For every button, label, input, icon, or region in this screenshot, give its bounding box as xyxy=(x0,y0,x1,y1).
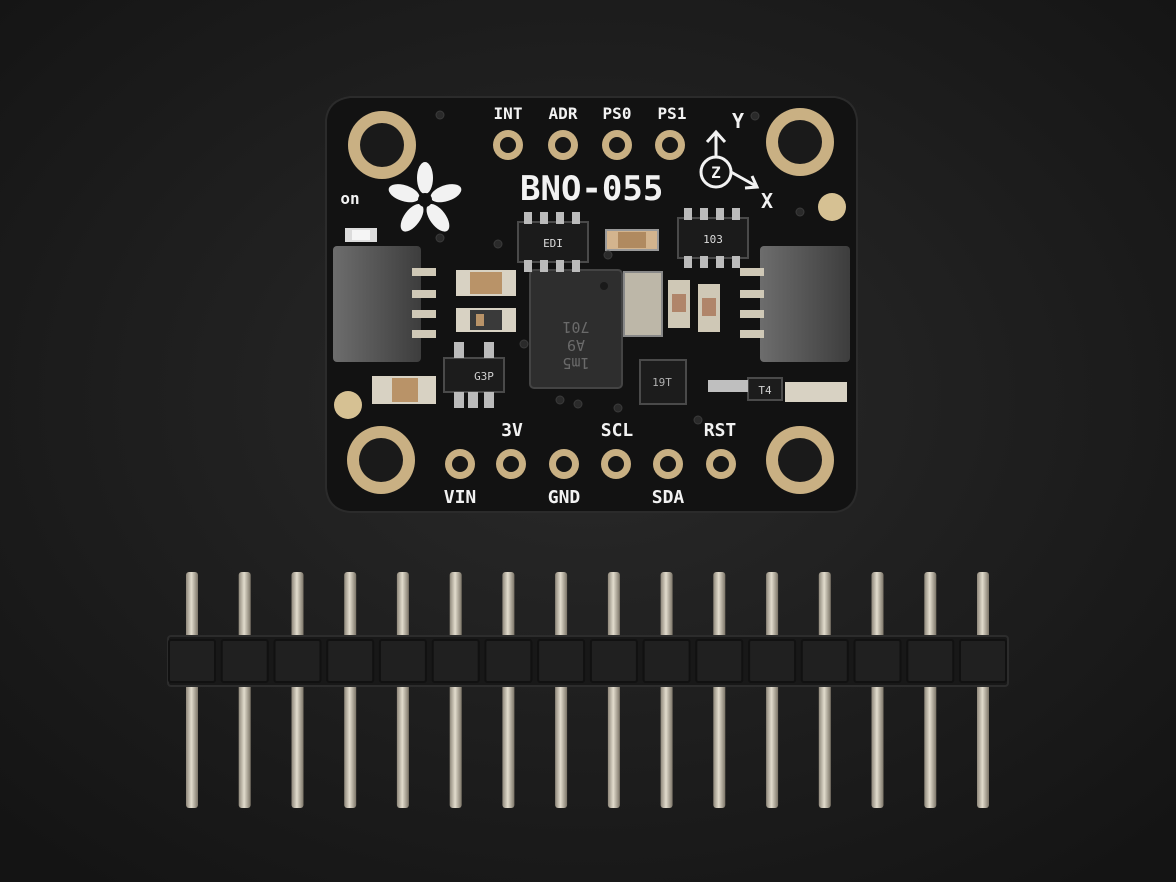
label-scl: SCL xyxy=(601,420,634,441)
header-segment xyxy=(431,639,480,683)
header-segment xyxy=(537,639,586,683)
header-pin xyxy=(344,572,357,808)
header-pin xyxy=(660,572,673,808)
header-pin xyxy=(766,572,779,808)
header-pin xyxy=(502,572,515,808)
header-pin xyxy=(871,572,884,808)
header-segment xyxy=(695,639,744,683)
breakout-board: 701 A9 1m5 EDI 103 xyxy=(325,96,858,513)
voltage-regulator: G3P xyxy=(443,342,505,408)
label-gnd: GND xyxy=(548,487,581,508)
header-segment xyxy=(273,639,322,683)
label-3v: 3V xyxy=(501,420,523,441)
vias xyxy=(435,110,805,425)
bno055-chip: 701 A9 1m5 xyxy=(529,269,623,389)
mounting-hole-top-left xyxy=(348,111,416,179)
stemma-connector-right xyxy=(740,246,850,362)
adafruit-logo xyxy=(388,162,462,232)
header-segment xyxy=(800,639,849,683)
header-pin xyxy=(449,572,462,808)
mounting-hole-bottom-right xyxy=(766,426,834,494)
mounting-hole-top-right xyxy=(766,108,834,176)
header-pin xyxy=(291,572,304,808)
resistor-array-right: 103 xyxy=(677,208,749,268)
header-segment xyxy=(906,639,955,683)
header-segment xyxy=(484,639,533,683)
label-vin: VIN xyxy=(444,487,477,508)
header-pin xyxy=(555,572,568,808)
chip-marking-2: A9 xyxy=(567,336,585,354)
resistor-array-left: EDI xyxy=(517,212,589,272)
label-int: INT xyxy=(494,104,523,123)
label-sda: SDA xyxy=(652,487,685,508)
label-ps1: PS1 xyxy=(658,104,687,123)
header-pin xyxy=(186,572,198,808)
stemma-connector-left xyxy=(333,246,436,362)
level-shifter-marking: 19T xyxy=(652,376,672,389)
header-pin xyxy=(818,572,831,808)
chip-marking-1: 701 xyxy=(562,318,589,336)
axis-y-label: Y xyxy=(732,109,744,133)
header-segment xyxy=(378,639,427,683)
passive-components xyxy=(345,228,847,404)
label-rst: RST xyxy=(704,420,737,441)
header-segment xyxy=(220,639,269,683)
level-shifter: 19T xyxy=(639,359,687,405)
fiducial-right xyxy=(818,193,846,221)
header-segment xyxy=(589,639,638,683)
header-pin xyxy=(607,572,620,808)
board-title: BNO-055 xyxy=(520,169,663,209)
resistor-array-right-marking: 103 xyxy=(703,233,723,246)
chip-marking-3: 1m5 xyxy=(562,354,589,372)
header-segment xyxy=(642,639,691,683)
header-segment xyxy=(326,639,375,683)
header-segment xyxy=(853,639,902,683)
bottom-pads xyxy=(445,449,736,479)
axis-diagram xyxy=(699,129,760,190)
regulator-marking: G3P xyxy=(474,370,494,383)
axis-x-label: X xyxy=(761,189,773,213)
top-pads xyxy=(493,130,685,160)
axis-z-label: Z xyxy=(711,163,721,182)
resistor-array-left-marking: EDI xyxy=(543,237,563,250)
header-pin xyxy=(713,572,726,808)
header-pin xyxy=(238,572,251,808)
header-pin xyxy=(924,572,937,808)
header-segment xyxy=(748,639,797,683)
header-pin xyxy=(396,572,409,808)
fiducial-left xyxy=(334,391,362,419)
transistor: T4 xyxy=(708,377,783,401)
label-led-on: on xyxy=(340,189,359,208)
header-segment xyxy=(959,639,1007,683)
mounting-hole-bottom-left xyxy=(347,426,415,494)
transistor-marking: T4 xyxy=(758,384,772,397)
header-pin xyxy=(977,572,989,808)
pin-header-strip xyxy=(167,572,1009,808)
header-segment xyxy=(168,639,216,683)
label-adr: ADR xyxy=(549,104,578,123)
label-ps0: PS0 xyxy=(603,104,632,123)
